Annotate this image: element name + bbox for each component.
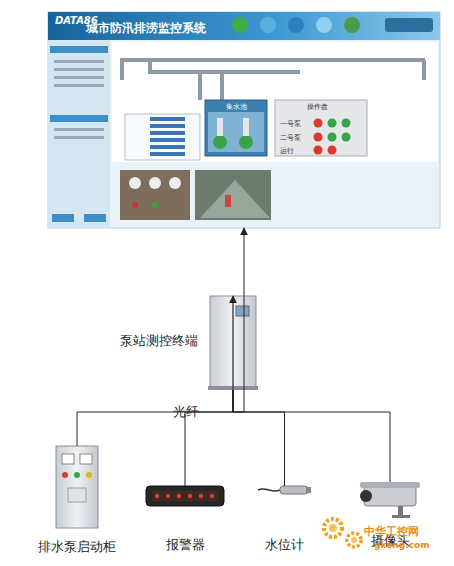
camera [360,482,420,518]
edge-label: 光纤 [173,403,199,421]
watermark-gears [324,519,361,547]
node-heading: 泵站测控终端 [120,332,198,350]
screen-label: 运行 [280,146,294,156]
system-title: 城市防汛排涝监控系统 [86,20,206,37]
alarm-sign [146,486,224,506]
wire-line [233,390,390,482]
device-box: 报警器 [146,486,224,506]
device-label: 水位计 [265,536,304,554]
device-box: 排水泵启动柜 [56,446,98,528]
software-screenshot [48,12,440,228]
watermark-text: gkong.com [374,540,430,550]
screen-label: 操作盘 [307,102,328,112]
device-box: 水位计 [258,486,311,494]
starter-cabinet [56,446,98,528]
device-box: 摄像头 [360,482,420,518]
terminal-cabinet [208,296,258,390]
screen-label: 二号泵 [280,133,301,143]
wire-line [77,390,233,446]
terminal-box: 泵站测控终端 [210,296,256,390]
screen-label: 集水池 [226,102,247,112]
device-label: 报警器 [166,536,205,554]
level-sensor [258,486,311,494]
watermark-text: 中华工控网 [364,524,419,539]
link-arrow [233,228,244,412]
wire-line [233,390,285,486]
device-label: 排水泵启动柜 [38,538,116,556]
screen-panel: DATA86城市防汛排涝监控系统 [48,12,440,228]
screen-label: 一号泵 [280,119,301,129]
